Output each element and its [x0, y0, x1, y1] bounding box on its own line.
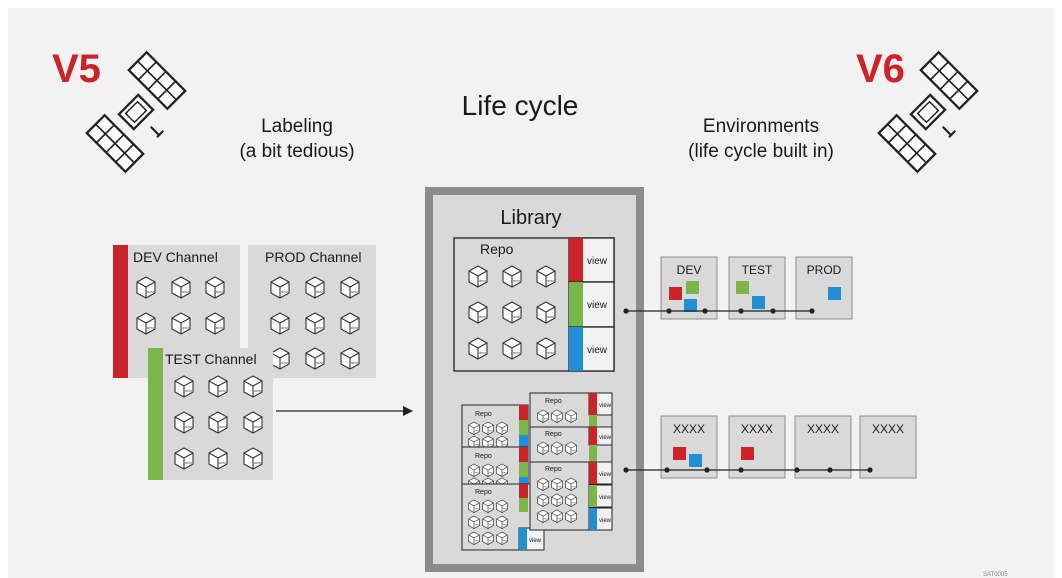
environment-path-2: XXXX XXXX XXXX XXXX	[623, 415, 917, 479]
small-repo: Repo	[461, 404, 529, 450]
library-title: Library	[500, 207, 561, 229]
svg-text:view: view	[587, 345, 608, 356]
svg-text:view: view	[529, 538, 542, 544]
svg-text:Repo: Repo	[545, 398, 562, 405]
test-channel-packages	[174, 375, 263, 470]
test-channel: TEST Channel	[148, 348, 273, 480]
v6-caption-line2: (life cycle built in)	[688, 141, 834, 162]
prod-channel-label: PROD Channel	[265, 249, 362, 265]
repo-view-blue: view	[568, 326, 615, 372]
v6-caption-line1: Environments	[703, 116, 819, 137]
svg-text:view: view	[599, 435, 612, 441]
repo-view-red: view	[568, 237, 615, 283]
svg-text:view: view	[587, 300, 608, 311]
library-repo: Repo view view view	[453, 237, 615, 372]
slide-code: SAT0005	[983, 572, 1008, 578]
svg-text:Repo: Repo	[545, 431, 562, 438]
environment-path-1: DEV TEST PROD	[623, 256, 853, 320]
v5-label: V5	[52, 47, 101, 91]
v5-caption-line2: (a bit tedious)	[239, 141, 354, 162]
diagram-title: Life cycle	[462, 90, 579, 121]
svg-text:view: view	[599, 472, 612, 478]
svg-text:Repo: Repo	[475, 411, 492, 418]
test-channel-label: TEST Channel	[165, 351, 257, 367]
small-repo: Repo view	[529, 426, 613, 464]
v5-satellite-icon	[85, 51, 187, 173]
svg-text:view: view	[599, 518, 612, 524]
svg-text:view: view	[587, 256, 608, 267]
svg-text:Repo: Repo	[545, 466, 562, 473]
v5-caption-line1: Labeling	[261, 116, 333, 137]
svg-text:view: view	[599, 495, 612, 501]
svg-text:Repo: Repo	[475, 453, 492, 460]
env-prod-label: PROD	[807, 263, 842, 277]
prod-channel-packages	[270, 276, 360, 370]
repo-label: Repo	[480, 241, 514, 257]
env-test-label: TEST	[742, 263, 773, 277]
env-xxxx-4-label: XXXX	[872, 422, 904, 436]
small-repo: Repo view view view	[529, 461, 613, 531]
env-xxxx-1-label: XXXX	[673, 422, 705, 436]
v6-label: V6	[856, 47, 905, 91]
svg-text:view: view	[599, 403, 612, 409]
dev-channel-label: DEV Channel	[133, 249, 218, 265]
library: Library Repo view view view	[425, 187, 644, 572]
channel-to-library-arrow	[276, 406, 413, 416]
repo-view-green: view	[568, 281, 615, 328]
svg-text:Repo: Repo	[475, 489, 492, 496]
library-repo-stack: Repo Repo Repo	[461, 392, 613, 551]
env-dev-label: DEV	[677, 263, 702, 277]
env-xxxx-3-label: XXXX	[807, 422, 839, 436]
env-xxxx-2-label: XXXX	[741, 422, 773, 436]
